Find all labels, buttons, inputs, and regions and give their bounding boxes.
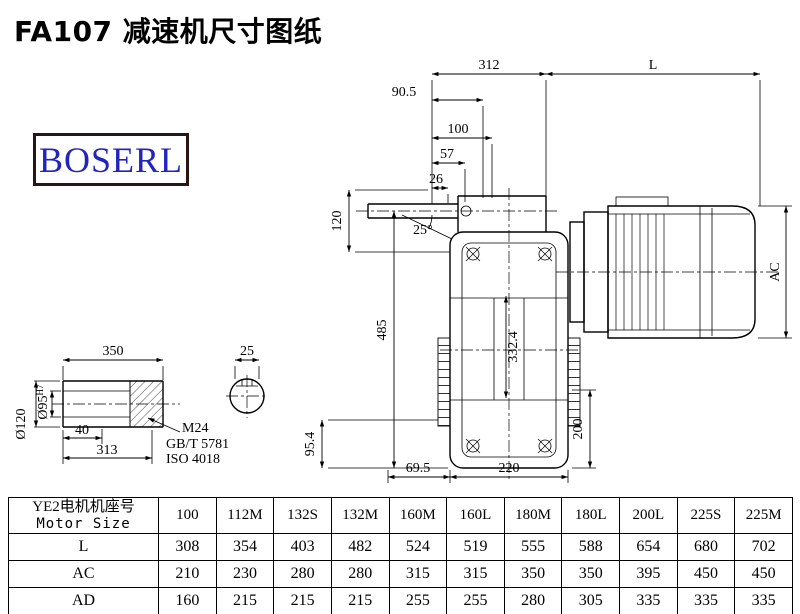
size-value-cell: 315 [388,560,448,588]
dim-69-5: 69.5 [406,461,431,476]
size-value-cell: 702 [734,533,793,561]
dimension-lines [33,71,789,480]
dim-26: 26 [429,172,443,187]
dim-AC: AC [768,262,783,281]
row-label: AC [8,560,159,588]
column-header: 132M [330,497,390,534]
column-header: 100 [158,497,217,534]
size-value-cell: 680 [676,533,736,561]
dim-350: 350 [103,344,124,359]
dim-L: L [649,58,658,73]
size-value-cell: 280 [503,587,563,614]
size-value-cell: 255 [446,587,505,614]
size-value-cell: 588 [561,533,620,561]
dimension-labels: 312 L 90.5 100 57 26 120 25° 485 332.4 A… [14,58,783,476]
size-value-cell: 215 [273,587,332,614]
dim-dia95h7: Ø95H7 [35,384,51,420]
size-value-cell: 305 [561,587,620,614]
motor-size-header: YE2电机机座号 Motor Size [8,497,159,534]
size-value-cell: 519 [446,533,505,561]
main-view [356,188,778,482]
shaft-cross-section [226,375,268,418]
dim-40: 40 [75,423,89,438]
motor-size-header-en: Motor Size [36,515,131,532]
logo: BOSERL [33,133,189,186]
size-value-cell: 450 [734,560,793,588]
size-value-cell: 335 [734,587,793,614]
size-value-cell: 482 [330,533,390,561]
size-value-cell: 215 [330,587,390,614]
size-value-cell: 315 [446,560,505,588]
dim-100: 100 [448,122,469,137]
dim-95-4: 95.4 [303,432,318,457]
label-thread-m24: M24 [182,421,208,436]
bolt-holes [465,246,553,454]
size-value-cell: 160 [158,587,217,614]
size-value-cell: 350 [561,560,620,588]
row-label: AD [8,587,159,614]
column-header: 160L [446,497,505,534]
size-value-cell: 215 [215,587,275,614]
dim-312: 312 [479,58,500,73]
column-header: 132S [273,497,332,534]
size-value-cell: 210 [158,560,217,588]
dim-90-5: 90.5 [392,85,417,100]
dim-485: 485 [375,320,390,341]
logo-text: BOSERL [38,139,184,180]
size-value-cell: 230 [215,560,275,588]
label-standard-iso: ISO 4018 [166,452,220,467]
size-value-cell: 280 [273,560,332,588]
dim-120: 120 [330,211,345,232]
shaft-detail-view [52,380,180,428]
column-header: 180M [503,497,563,534]
size-value-cell: 280 [330,560,390,588]
size-value-cell: 350 [503,560,563,588]
dim-332-4: 332.4 [506,331,521,363]
dim-200: 200 [571,419,586,440]
dim-dia120: Ø120 [14,408,29,439]
page-title: FA107 减速机尺寸图纸 [14,15,323,48]
size-value-cell: 354 [215,533,275,561]
size-value-cell: 524 [388,533,448,561]
dim-57: 57 [440,147,454,162]
label-standard-gbt: GB/T 5781 [166,437,229,452]
size-value-cell: 403 [273,533,332,561]
dim-angle-25deg: 25° [413,223,433,238]
dim-220: 220 [499,461,520,476]
column-header: 180L [561,497,620,534]
motor-size-header-cn: YE2电机机座号 [32,498,135,515]
size-value-cell: 335 [619,587,678,614]
size-value-cell: 395 [619,560,678,588]
size-value-cell: 654 [619,533,678,561]
column-header: 225M [734,497,793,534]
column-header: 200L [619,497,678,534]
size-value-cell: 308 [158,533,217,561]
size-value-cell: 255 [388,587,448,614]
size-value-cell: 450 [676,560,736,588]
row-label: L [8,533,159,561]
size-value-cell: 335 [676,587,736,614]
size-value-cell: 555 [503,533,563,561]
dim-25: 25 [240,344,254,359]
column-header: 160M [388,497,448,534]
column-header: 112M [215,497,275,534]
column-header: 225S [676,497,736,534]
dim-313: 313 [97,443,118,458]
